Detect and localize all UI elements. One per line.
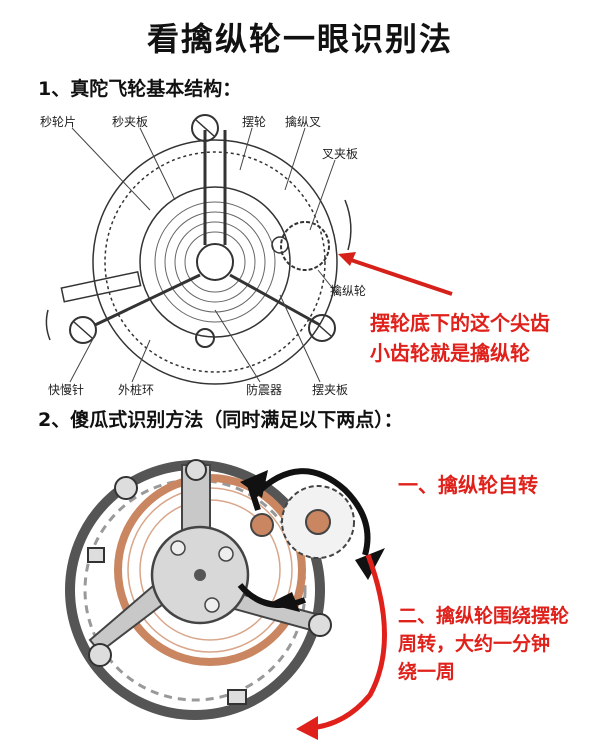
rotation-arc-left <box>46 310 50 340</box>
point-1-note: 一、擒纵轮自转 <box>398 470 538 500</box>
label-regulator: 快慢针 <box>48 382 84 397</box>
gear-teeth <box>105 152 325 372</box>
regulator-arm <box>61 272 140 302</box>
hairspring-coil <box>155 202 275 322</box>
point-2-note: 二、擒纵轮围绕摆轮 周转，大约一分钟 绕一周 <box>398 602 569 686</box>
balance-rim <box>140 187 290 337</box>
center-pinion <box>197 244 233 280</box>
note1-line2: 小齿轮就是擒纵轮 <box>370 338 550 368</box>
rotation-arc-right <box>345 200 351 250</box>
label-shock-absorber: 防震器 <box>246 382 282 397</box>
outer-ring <box>93 140 337 384</box>
label-fork-plate: 叉夹板 <box>322 147 358 161</box>
point2-line3: 绕一周 <box>398 658 569 686</box>
screw-bottom <box>196 329 214 347</box>
label-balance-plate: 摆夹板 <box>312 383 348 397</box>
left-bridge <box>95 275 200 325</box>
label-escape-wheel: 擒纵轮 <box>330 283 366 298</box>
pallet-jewel <box>251 514 273 536</box>
point2-line2: 周转，大约一分钟 <box>398 630 569 658</box>
label-stud-ring: 外桩环 <box>118 382 154 397</box>
label-seconds-wheel: 秒轮片 <box>40 115 76 129</box>
label-pallet-fork: 擒纵叉 <box>285 114 321 129</box>
right-bridge <box>230 275 320 325</box>
point2-line1: 二、擒纵轮围绕摆轮 <box>398 602 569 630</box>
escape-wheel-note: 摆轮底下的这个尖齿 小齿轮就是擒纵轮 <box>370 308 550 368</box>
tourbillon-color-illustration <box>70 460 385 740</box>
note1-line1: 摆轮底下的这个尖齿 <box>370 308 550 338</box>
label-seconds-plate: 秒夹板 <box>112 115 148 129</box>
label-balance: 摆轮 <box>242 115 266 129</box>
